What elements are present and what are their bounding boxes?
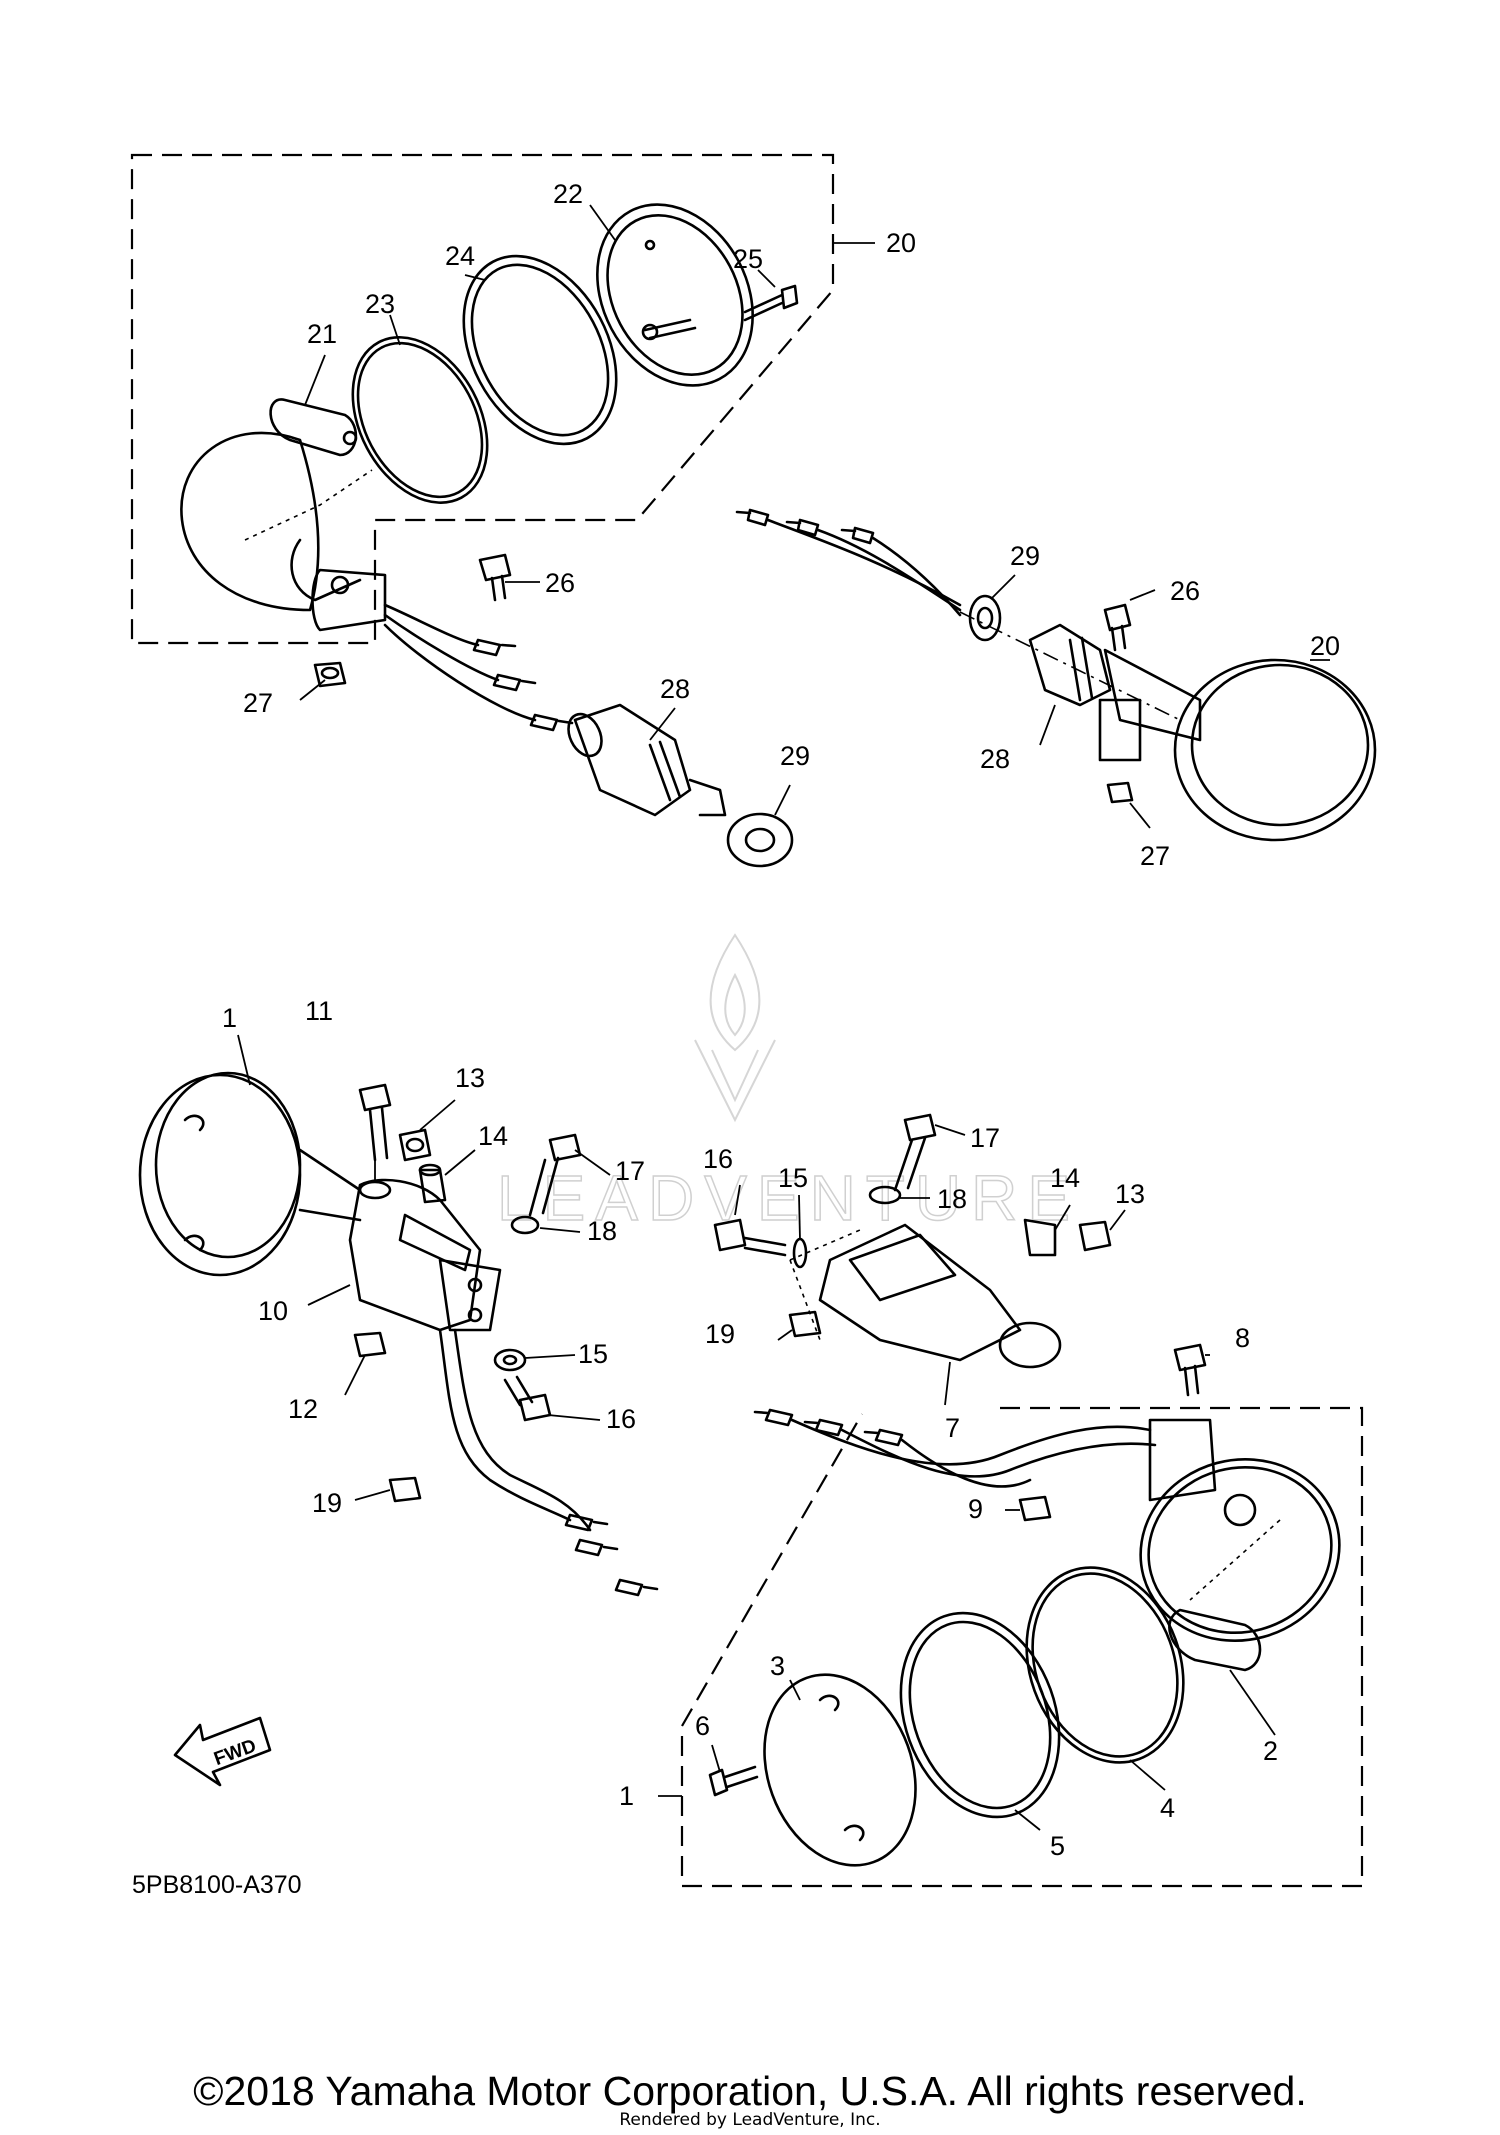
callout-29-right: 29	[1010, 541, 1040, 571]
callout-26-right: 26	[1170, 576, 1200, 606]
callout-7: 7	[945, 1413, 960, 1443]
bulb-21	[269, 398, 358, 457]
callout-29-left: 29	[780, 741, 810, 771]
callout-6: 6	[695, 1711, 710, 1741]
nut-13-right	[1078, 1220, 1112, 1252]
bracket-7	[789, 1223, 1062, 1369]
callout-5: 5	[1050, 1831, 1065, 1861]
callout-24: 24	[445, 241, 475, 271]
callout-22: 22	[553, 179, 583, 209]
callout-10: 10	[258, 1296, 288, 1326]
lens-22	[596, 203, 754, 387]
callout-16-right: 16	[703, 1144, 733, 1174]
grommet-29-right	[968, 594, 1002, 642]
grommet-29-left	[726, 812, 794, 868]
leadventure-watermark: LEADVENTURE	[496, 933, 1080, 1235]
socket-28-right	[1028, 623, 1112, 707]
callout-12: 12	[288, 1394, 318, 1424]
washer-15-right	[792, 1237, 808, 1269]
callout-14-left: 14	[478, 1121, 508, 1151]
wire-harness-bottom-left	[438, 1328, 659, 1597]
collar-14-left	[418, 1163, 447, 1204]
socket-28-left	[567, 703, 727, 817]
callout-9: 9	[968, 1494, 983, 1524]
nut-19-left	[388, 1476, 422, 1503]
fwd-arrow: FWD	[173, 1716, 272, 1787]
render-credit: Rendered by LeadVenture, Inc.	[619, 2110, 881, 2130]
nut-19-right	[788, 1310, 822, 1338]
callout-28-left: 28	[660, 674, 690, 704]
nut-13-left	[398, 1128, 432, 1162]
nut-27-right	[1106, 781, 1134, 804]
callout-19-left: 19	[312, 1488, 342, 1518]
callout-14-right: 14	[1050, 1163, 1080, 1193]
callout-25: 25	[733, 244, 763, 274]
gasket-4	[1025, 1566, 1185, 1764]
callout-18-left: 18	[587, 1216, 617, 1246]
bolt-16-right	[713, 1218, 787, 1257]
callout-21: 21	[307, 319, 337, 349]
bolt-17-right	[893, 1113, 937, 1192]
diagram-code: 5PB8100-A370	[132, 1871, 302, 1899]
callout-27-left: 27	[243, 688, 273, 718]
turn-signal-1-left	[138, 1071, 362, 1277]
washer-15-left	[493, 1348, 527, 1372]
nut-12	[353, 1331, 387, 1358]
bolt-11	[358, 1083, 392, 1180]
callout-2: 2	[1263, 1736, 1278, 1766]
callout-15-left: 15	[578, 1339, 608, 1369]
callout-3: 3	[770, 1651, 785, 1681]
callout-20-top: 20	[886, 228, 916, 258]
callout-28-right: 28	[980, 744, 1010, 774]
callout-16-left: 16	[606, 1404, 636, 1434]
callout-4: 4	[1160, 1793, 1175, 1823]
housing-1-right	[1139, 1418, 1341, 1643]
watermark-text: LEADVENTURE	[497, 1162, 1080, 1234]
collar-14-right	[1023, 1218, 1057, 1257]
bolt-26-right	[1103, 603, 1132, 652]
callout-19-right: 19	[705, 1319, 735, 1349]
callout-13-right: 13	[1115, 1179, 1145, 1209]
callout-27-right: 27	[1140, 841, 1170, 871]
screw-6	[708, 1765, 759, 1797]
bolt-17-left	[528, 1133, 582, 1217]
callout-15-right: 15	[778, 1163, 808, 1193]
gasket-23	[351, 336, 489, 504]
ring-5	[899, 1611, 1061, 1819]
callout-17-right: 17	[970, 1123, 1000, 1153]
bolt-26-left	[478, 553, 512, 602]
copyright-notice: ©2018 Yamaha Motor Corporation, U.S.A. A…	[193, 2068, 1307, 2114]
housing-left	[180, 431, 387, 632]
washer-18-left	[510, 1215, 540, 1235]
kit-1-dashed-outline	[680, 1406, 1364, 1888]
callout-1-bottom: 1	[619, 1781, 634, 1811]
callout-leaders	[237, 204, 1330, 1831]
ring-24	[462, 254, 618, 446]
screw-25	[743, 284, 799, 322]
callout-18-right: 18	[937, 1184, 967, 1214]
housing-right	[1098, 648, 1377, 842]
wire-harness-left	[383, 603, 574, 732]
callout-26-left: 26	[545, 568, 575, 598]
callout-numbers: 22 20 24 25 23 21 26 27 28 29 29 26 20 2…	[222, 179, 1340, 1861]
bolt-16-left	[503, 1375, 552, 1422]
callout-8: 8	[1235, 1323, 1250, 1353]
fwd-label: FWD	[211, 1735, 259, 1770]
wire-harness-bottom-right	[753, 1408, 1157, 1488]
callout-23: 23	[365, 289, 395, 319]
washer-18-right	[868, 1185, 902, 1205]
kit-20-dashed-outline	[130, 153, 835, 645]
callout-13-left: 13	[455, 1063, 485, 1093]
callout-17-left: 17	[615, 1156, 645, 1186]
lens-3	[763, 1673, 917, 1867]
bolt-8	[1173, 1343, 1207, 1397]
nut-9	[1018, 1495, 1052, 1522]
callout-1-top: 1	[222, 1003, 237, 1033]
callout-20-right: 20	[1310, 631, 1340, 661]
callout-11: 11	[305, 996, 333, 1026]
nut-27-left	[313, 661, 347, 688]
